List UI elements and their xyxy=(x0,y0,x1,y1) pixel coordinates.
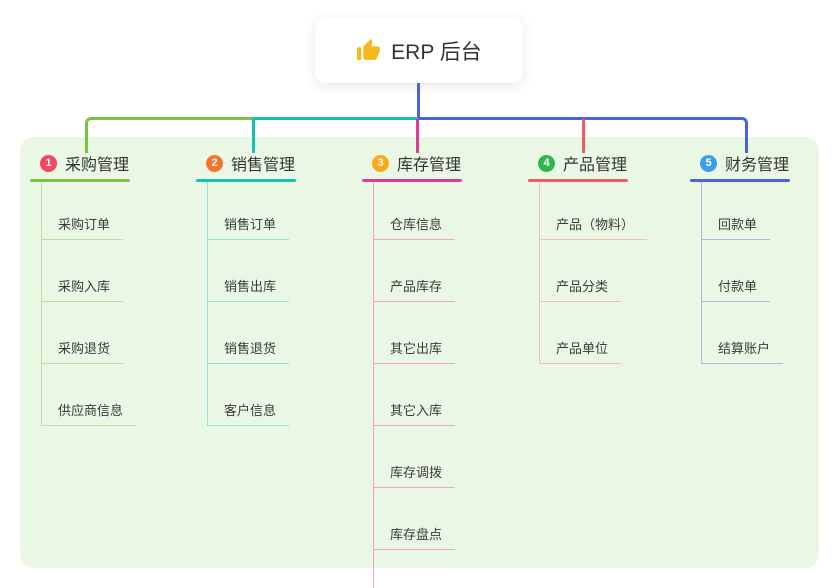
child-node[interactable]: 其它出库 xyxy=(374,302,456,364)
branch-title: 库存管理 xyxy=(397,157,462,174)
child-label: 产品库存 xyxy=(390,279,443,294)
child-node[interactable]: 其它入库 xyxy=(374,364,456,426)
child-label: 其它入库 xyxy=(390,403,443,418)
child-label: 采购订单 xyxy=(58,217,111,232)
child-node[interactable]: 销售订单 xyxy=(208,182,290,240)
child-node[interactable]: 库存盘点 xyxy=(374,488,456,550)
branch-title: 产品管理 xyxy=(563,157,628,174)
child-node[interactable]: 付款单 xyxy=(702,240,771,302)
child-label: 采购退货 xyxy=(58,341,111,356)
branch-number-badge: 3 xyxy=(372,154,389,172)
canvas-panel xyxy=(20,137,819,568)
branch-2-drop-connector xyxy=(252,117,255,153)
child-label: 客户信息 xyxy=(224,403,277,418)
child-node[interactable]: 产品（物料） xyxy=(540,182,648,240)
child-label: 库存盘点 xyxy=(390,527,443,542)
branch-5: 5 财务管理回款单付款单结算账户 xyxy=(690,150,790,364)
child-node[interactable]: 仓库信息 xyxy=(374,182,456,240)
branch-node-5[interactable]: 5 财务管理 xyxy=(690,150,790,176)
branch-children: 回款单付款单结算账户 xyxy=(701,182,790,364)
child-label: 付款单 xyxy=(718,279,758,294)
branch-number-badge: 5 xyxy=(700,154,717,172)
branch-title: 财务管理 xyxy=(725,157,790,174)
branch-3-drop-connector xyxy=(416,119,419,153)
child-node[interactable]: 出库库明细 xyxy=(374,550,468,588)
root-title: ERP 后台 xyxy=(391,40,482,64)
branch-underline xyxy=(690,179,790,182)
child-label: 结算账户 xyxy=(718,341,771,356)
child-node[interactable]: 客户信息 xyxy=(208,364,290,426)
child-node[interactable]: 产品库存 xyxy=(374,240,456,302)
branch-node-2[interactable]: 2 销售管理 xyxy=(196,150,296,176)
child-node[interactable]: 采购退货 xyxy=(42,302,124,364)
branch-5-elbow-connector xyxy=(418,117,748,153)
branch-underline xyxy=(30,179,130,182)
child-node[interactable]: 回款单 xyxy=(702,182,771,240)
child-label: 供应商信息 xyxy=(58,403,124,418)
child-label: 采购入库 xyxy=(58,279,111,294)
branch-number-badge: 2 xyxy=(206,154,223,172)
child-node[interactable]: 产品分类 xyxy=(540,240,622,302)
child-label: 销售出库 xyxy=(224,279,277,294)
branch-1: 1 采购管理采购订单采购入库采购退货供应商信息 xyxy=(30,150,137,426)
branch-children: 销售订单销售出库销售退货客户信息 xyxy=(207,182,296,426)
child-node[interactable]: 销售出库 xyxy=(208,240,290,302)
branch-4: 4 产品管理产品（物料） 产品分类产品单位 xyxy=(528,150,648,364)
branch-children: 仓库信息产品库存其它出库其它入库库存调拨库存盘点出库库明细 xyxy=(373,182,468,588)
branch-underline xyxy=(196,179,296,182)
branch-2-line-connector xyxy=(252,117,418,120)
branch-number-badge: 4 xyxy=(538,154,555,172)
branch-title: 采购管理 xyxy=(65,157,130,174)
branch-underline xyxy=(362,179,462,182)
branch-3: 3 库存管理仓库信息产品库存其它出库其它入库库存调拨库存盘点出库库明细 xyxy=(362,150,468,588)
thumbs-up-icon xyxy=(356,38,381,63)
branch-children: 采购订单采购入库采购退货供应商信息 xyxy=(41,182,137,426)
child-label: 回款单 xyxy=(718,217,758,232)
child-label: 销售退货 xyxy=(224,341,277,356)
branch-underline xyxy=(528,179,628,182)
child-label: 销售订单 xyxy=(224,217,277,232)
branch-node-1[interactable]: 1 采购管理 xyxy=(30,150,136,176)
branch-2: 2 销售管理销售订单销售出库销售退货客户信息 xyxy=(196,150,296,426)
branch-node-4[interactable]: 4 产品管理 xyxy=(528,150,647,176)
child-node[interactable]: 供应商信息 xyxy=(42,364,137,426)
child-label: 产品分类 xyxy=(556,279,609,294)
child-node[interactable]: 销售退货 xyxy=(208,302,290,364)
child-label: 仓库信息 xyxy=(390,217,443,232)
child-label: 产品单位 xyxy=(556,341,609,356)
branch-number-badge: 1 xyxy=(40,154,57,172)
branch-1-elbow-connector xyxy=(85,117,252,153)
branch-title: 销售管理 xyxy=(231,157,296,174)
root-node[interactable]: ERP 后台 xyxy=(315,18,523,83)
child-node[interactable]: 结算账户 xyxy=(702,302,784,364)
branch-4-drop-connector xyxy=(582,119,585,153)
child-node[interactable]: 采购入库 xyxy=(42,240,124,302)
branch-children: 产品（物料） 产品分类产品单位 xyxy=(539,182,648,364)
child-label: 库存调拨 xyxy=(390,465,443,480)
child-label: 其它出库 xyxy=(390,341,443,356)
trunk-connector xyxy=(417,82,420,120)
branch-node-3[interactable]: 3 库存管理 xyxy=(362,150,468,176)
child-node[interactable]: 产品单位 xyxy=(540,302,622,364)
child-node[interactable]: 库存调拨 xyxy=(374,426,456,488)
child-label: 产品（物料） xyxy=(556,217,635,232)
child-node[interactable]: 采购订单 xyxy=(42,182,124,240)
